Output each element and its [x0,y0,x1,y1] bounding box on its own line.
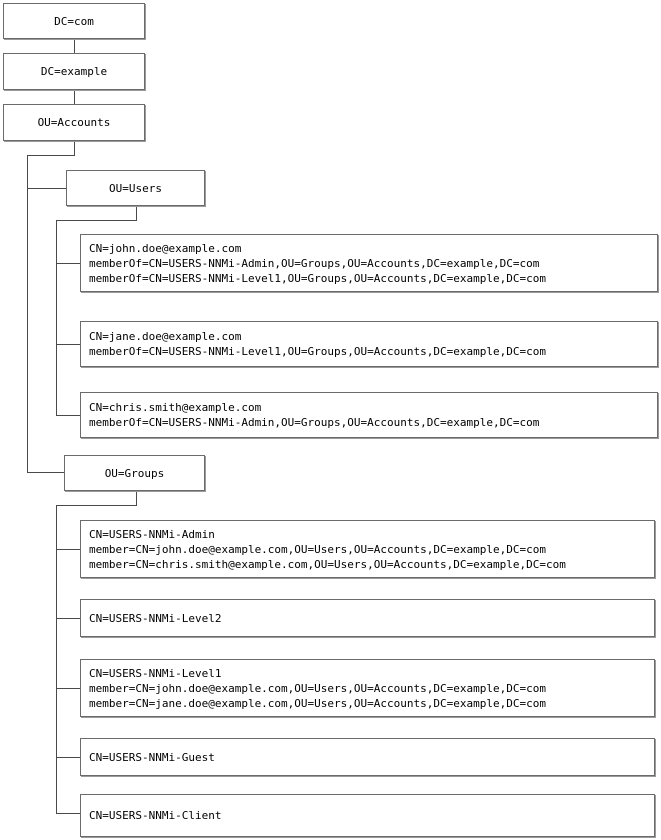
connector-ougroups-elbow [56,505,137,506]
node-ou-groups-label: OU=Groups [104,466,165,480]
node-user-chris-smith-cn: CN=chris.smith@example.com [89,401,262,414]
node-group-nnmi-guest-cn: CN=USERS-NNMi-Guest [89,750,215,764]
node-ou-users[interactable]: OU=Users [66,170,205,206]
connector-ouusers-to-john [56,263,81,264]
node-ou-users-label: OU=Users [109,181,162,195]
node-ou-accounts-label: OU=Accounts [37,116,111,129]
connector-ougroups-to-level1 [56,688,81,689]
connector-ouaccounts-elbow [27,155,75,156]
connector-ouusers-to-chris [56,415,81,416]
node-group-nnmi-admin-member-john: member=CN=john.doe@example.com,OU=Users,… [89,542,546,556]
node-group-nnmi-client-cn: CN=USERS-NNMi-Client [89,809,222,822]
connector-ouaccounts-stub [74,141,75,155]
node-user-jane-doe[interactable]: CN=jane.doe@example.com memberOf=CN=USER… [80,321,658,367]
node-user-chris-smith[interactable]: CN=chris.smith@example.com memberOf=CN=U… [80,392,658,438]
node-group-nnmi-admin-member-chris: member=CN=chris.smith@example.com,OU=Use… [89,557,566,571]
node-ou-groups[interactable]: OU=Groups [64,455,205,491]
node-ou-accounts[interactable]: OU=Accounts [3,104,145,141]
connector-ougroups-to-admin [56,549,81,550]
node-group-nnmi-admin[interactable]: CN=USERS-NNMi-Admin member=CN=john.doe@e… [80,520,655,578]
node-group-nnmi-level1[interactable]: CN=USERS-NNMi-Level1 member=CN=john.doe@… [80,659,655,717]
node-dc-com[interactable]: DC=com [3,3,145,39]
connector-dcexample-ouaccounts [74,90,75,104]
node-group-nnmi-guest[interactable]: CN=USERS-NNMi-Guest [80,738,655,776]
node-user-jane-doe-memberof-level1: memberOf=CN=USERS-NNMi-Level1,OU=Groups,… [89,345,546,358]
connector-ouaccounts-to-ougroups [27,472,65,473]
connector-ouaccounts-to-ouusers [27,188,67,189]
node-group-nnmi-level2[interactable]: CN=USERS-NNMi-Level2 [80,599,655,637]
node-dc-example-label: DC=example [40,65,108,78]
connector-ouusers-stub [136,206,137,220]
connector-ouusers-trunk [56,220,57,415]
connector-dccom-dcexample [74,39,75,53]
connector-ougroups-to-level2 [56,618,81,619]
connector-ougroups-to-client [56,813,81,814]
node-user-john-doe-memberof-level1: memberOf=CN=USERS-NNMi-Level1,OU=Groups,… [89,271,546,285]
connector-ouusers-elbow [56,220,137,221]
connector-ougroups-to-guest [56,757,81,758]
node-user-jane-doe-cn: CN=jane.doe@example.com [89,330,242,343]
node-user-john-doe-cn: CN=john.doe@example.com [89,241,242,255]
node-group-nnmi-level2-cn: CN=USERS-NNMi-Level2 [89,611,222,625]
node-group-nnmi-client[interactable]: CN=USERS-NNMi-Client [80,794,655,837]
node-dc-com-label: DC=com [54,14,94,28]
node-dc-example[interactable]: DC=example [3,53,145,90]
connector-ougroups-trunk [56,505,57,813]
node-group-nnmi-level1-member-john: member=CN=john.doe@example.com,OU=Users,… [89,681,546,695]
connector-ouusers-to-jane [56,344,81,345]
connector-ouaccounts-trunk [27,155,28,473]
node-user-john-doe-memberof-admin: memberOf=CN=USERS-NNMi-Admin,OU=Groups,O… [89,256,540,270]
node-group-nnmi-admin-cn: CN=USERS-NNMi-Admin [89,527,215,541]
connector-ougroups-stub [136,491,137,505]
node-user-chris-smith-memberof-admin: memberOf=CN=USERS-NNMi-Admin,OU=Groups,O… [89,416,540,429]
node-group-nnmi-level1-cn: CN=USERS-NNMi-Level1 [89,666,222,680]
node-user-john-doe[interactable]: CN=john.doe@example.com memberOf=CN=USER… [80,234,658,292]
node-group-nnmi-level1-member-jane: member=CN=jane.doe@example.com,OU=Users,… [89,696,546,710]
